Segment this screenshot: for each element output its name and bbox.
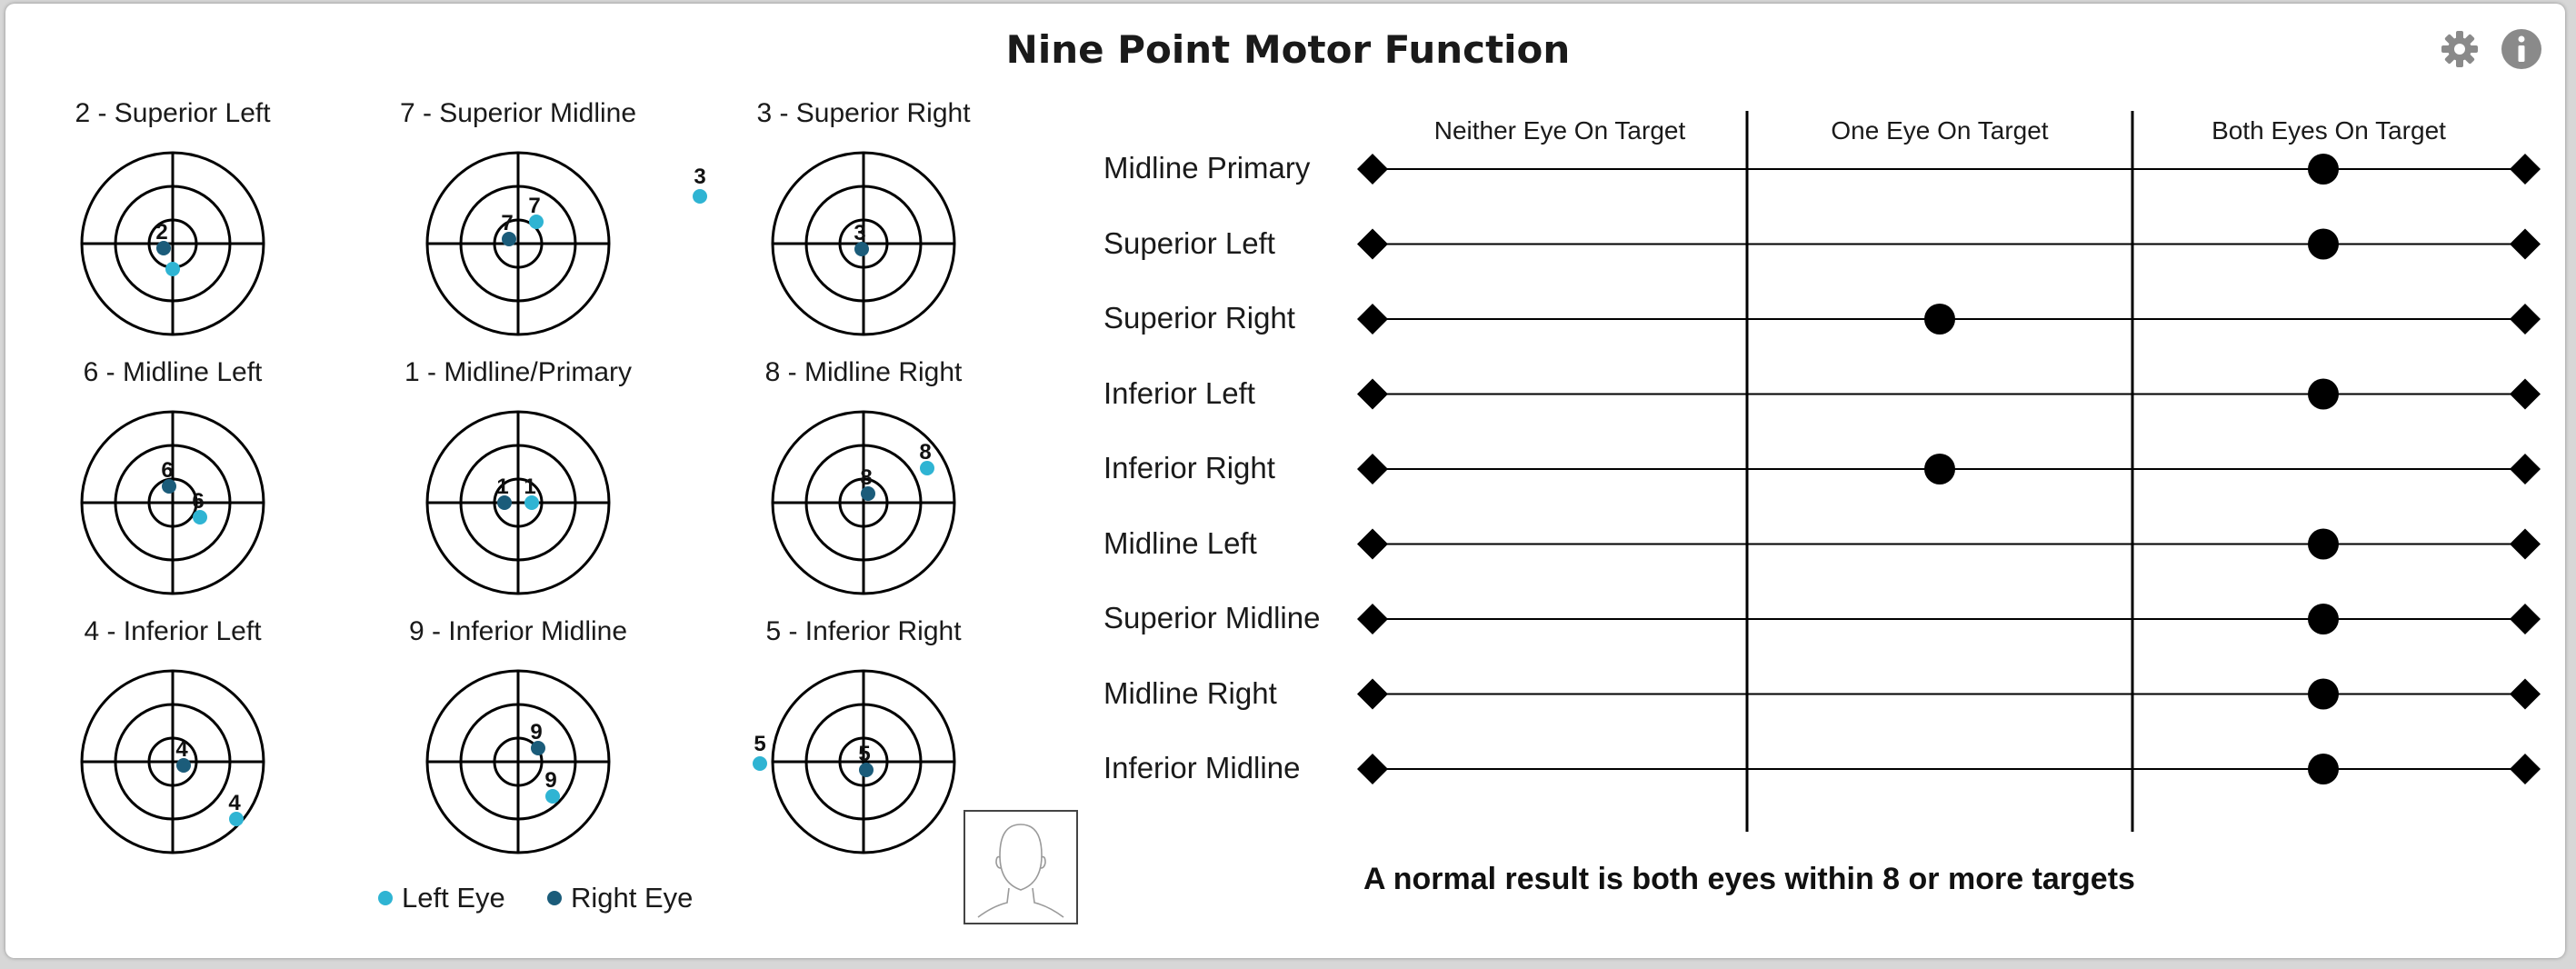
target-2: 2 xyxy=(80,151,265,336)
target-title: 9 - Inferior Midline xyxy=(408,616,628,646)
target-title: 1 - Midline/Primary xyxy=(404,357,633,387)
head-outline-button[interactable] xyxy=(964,810,1078,924)
normal-result-note: A normal result is both eyes within 8 or… xyxy=(1363,862,2135,896)
right-eye-label: 1 xyxy=(496,475,508,499)
right-eye-label: 3 xyxy=(854,221,865,245)
left-eye-point xyxy=(753,756,767,771)
legend-right-label: Right Eye xyxy=(571,882,694,914)
left-eye-point xyxy=(693,189,707,204)
left-eye-label: 7 xyxy=(528,194,540,218)
left-eye-label: 4 xyxy=(228,791,241,815)
row-label: Inferior Left xyxy=(1103,375,1255,410)
right-eye-label: 4 xyxy=(175,737,188,762)
left-eye-point xyxy=(229,812,244,826)
target-title: 6 - Midline Left xyxy=(83,357,263,387)
right-eye-label: 6 xyxy=(161,458,173,483)
target-9: 99 xyxy=(425,669,611,854)
left-eye-dot-icon xyxy=(378,891,393,905)
target-1: 11 xyxy=(425,410,611,595)
legend-right-eye: Right Eye xyxy=(547,882,693,914)
target-title: 4 - Inferior Left xyxy=(84,616,262,646)
right-eye-point xyxy=(859,763,874,777)
left-eye-off-target-3: 3 xyxy=(693,165,707,204)
right-eye-label: 2 xyxy=(155,220,167,245)
right-eye-label: 9 xyxy=(530,720,542,744)
target-title: 5 - Inferior Right xyxy=(765,616,962,646)
page-title: Nine Point Motor Function xyxy=(1005,27,1571,72)
legend-left-label: Left Eye xyxy=(402,882,505,914)
target-title: 7 - Superior Midline xyxy=(399,98,637,128)
main-panel xyxy=(5,4,2565,958)
right-eye-point xyxy=(497,495,512,510)
left-eye-point xyxy=(529,215,544,229)
left-eye-label: 6 xyxy=(192,489,204,514)
row-label: Midline Right xyxy=(1103,675,1277,710)
left-eye-label: 8 xyxy=(919,440,931,465)
row-label: Inferior Right xyxy=(1103,451,1275,484)
right-eye-point xyxy=(861,486,875,501)
right-eye-label: 8 xyxy=(860,465,872,490)
column-header: Neither Eye On Target xyxy=(1433,116,1686,145)
row-label: Superior Midline xyxy=(1103,601,1321,634)
target-7: 77 xyxy=(425,151,611,336)
info-icon[interactable] xyxy=(2500,27,2543,71)
column-header: Both Eyes On Target xyxy=(2212,116,2446,145)
left-eye-label: 5 xyxy=(754,732,765,756)
left-eye-point xyxy=(545,789,560,804)
target-title: 3 - Superior Right xyxy=(756,98,971,128)
right-eye-point xyxy=(502,232,516,246)
target-3: 3 xyxy=(771,151,956,336)
gear-icon[interactable] xyxy=(2438,27,2481,71)
target-8: 88 xyxy=(771,410,956,595)
row-label: Superior Right xyxy=(1103,301,1295,335)
right-eye-label: 7 xyxy=(501,211,513,235)
target-6: 66 xyxy=(80,410,265,595)
target-title: 8 - Midline Right xyxy=(764,357,963,387)
target-4: 44 xyxy=(80,669,265,854)
right-eye-point xyxy=(176,758,191,773)
left-eye-point xyxy=(165,262,180,276)
left-eye-label: 1 xyxy=(524,475,535,499)
left-eye-point xyxy=(193,510,207,524)
right-eye-point xyxy=(531,741,545,755)
right-eye-dot-icon xyxy=(547,891,562,905)
left-eye-point xyxy=(524,495,539,510)
row-label: Inferior Midline xyxy=(1103,751,1301,784)
right-eye-point xyxy=(162,479,176,494)
row-label: Midline Left xyxy=(1103,525,1257,560)
left-eye-label: 3 xyxy=(694,165,705,189)
left-eye-label: 9 xyxy=(544,768,556,793)
right-eye-label: 5 xyxy=(858,742,870,766)
column-header: One Eye On Target xyxy=(1831,116,2049,145)
right-eye-point xyxy=(854,242,869,256)
target-5: 5 xyxy=(771,669,956,854)
target-title: 2 - Superior Left xyxy=(75,98,271,128)
row-label: Superior Left xyxy=(1103,225,1275,260)
left-eye-off-target-5: 5 xyxy=(753,732,767,771)
head-outline-icon xyxy=(977,824,1064,918)
row-label: Midline Primary xyxy=(1103,151,1311,185)
left-eye-point xyxy=(920,461,934,475)
right-eye-point xyxy=(156,241,171,255)
legend-left-eye: Left Eye xyxy=(378,882,505,914)
